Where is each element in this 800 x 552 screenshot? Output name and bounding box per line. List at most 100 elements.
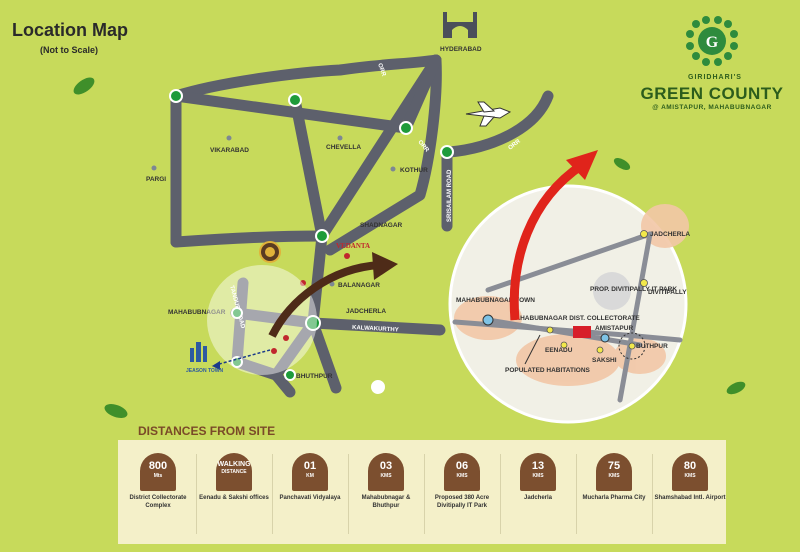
road-label-kalwakurthy: KALWAKURTHY <box>352 325 399 333</box>
distance-label: Mucharla Pharma City <box>582 495 646 501</box>
label-kothur: KOTHUR <box>400 167 428 174</box>
distance-label: Proposed 380 Acre Divitipally IT Park <box>434 495 490 509</box>
charminar-icon <box>443 12 477 38</box>
card-divider <box>348 454 349 534</box>
inset-label-amistapur: AMISTAPUR <box>595 325 633 332</box>
card-divider <box>652 454 653 534</box>
label-balanagar: BALANAGAR <box>338 282 380 289</box>
label-mahabubnagar: MAHABUBNAGAR <box>168 309 226 316</box>
label-vedanta: VEDANTA <box>336 242 370 250</box>
distance-unit: KMS <box>532 473 544 479</box>
green-county-logo: G <box>686 16 738 66</box>
distance-value: 03 <box>379 460 393 472</box>
label-chevella: CHEVELLA <box>326 144 361 151</box>
card-divider <box>424 454 425 534</box>
colony-logo-icon <box>259 241 281 263</box>
page-title: Location Map <box>12 20 128 40</box>
distance-unit: KMS <box>380 473 392 479</box>
distance-label: Eenadu & Sakshi offices <box>199 495 269 501</box>
distance-value: 01 <box>303 460 317 472</box>
inset-label-town: MAHABUBNAGAR TOWN <box>456 297 535 304</box>
brand-developer: GIRIDHARI'S <box>688 74 742 81</box>
card-divider <box>500 454 501 534</box>
distance-label: District Collectorate Complex <box>129 495 187 509</box>
leaf-icon <box>613 158 631 170</box>
card-divider <box>196 454 197 534</box>
building-icon <box>190 342 207 362</box>
distance-label: Shamshabad Intl. Airport <box>654 495 726 501</box>
inset-label-it-park: PROP. DIVITIPALLY IT PARK <box>590 286 677 293</box>
leaf-icon <box>726 381 746 395</box>
highway-south <box>307 54 442 394</box>
label-pargi: PARGI <box>146 176 166 183</box>
distance-label: Jadcherla <box>523 495 553 501</box>
junction-nodes <box>169 89 454 381</box>
label-shadnagar: SHADNAGAR <box>360 222 403 229</box>
tandur-road <box>231 277 249 368</box>
road-bhuthpur <box>270 369 296 398</box>
leaf-icon <box>104 404 128 418</box>
inset-label-divitipally: DIVITIPALLY <box>648 289 687 296</box>
inset-label-sakshi: SAKSHI <box>592 357 617 364</box>
distance-unit: KMS <box>608 473 620 479</box>
airplane-icon <box>465 101 512 127</box>
distance-label: Panchavati Vidyalaya <box>279 495 341 501</box>
inset-label-jadcherla: JADCHERLA <box>650 231 690 238</box>
page-subtitle: (Not to Scale) <box>40 45 99 55</box>
orr-east-arc <box>444 90 554 158</box>
distance-value: 06 <box>455 460 469 472</box>
distance-unit: DISTANCE <box>221 469 247 475</box>
inset-label-populated: POPULATED HABITATIONS <box>505 367 591 374</box>
distance-value: WALKING <box>217 461 251 468</box>
orr-ring-road <box>170 54 442 256</box>
brown-arrow <box>268 261 381 338</box>
distance-unit: KM <box>306 473 314 479</box>
distances-heading: DISTANCES FROM SITE <box>138 424 276 438</box>
road-vikarabad <box>170 230 328 248</box>
distance-value: 75 <box>607 460 621 472</box>
distance-value: 13 <box>531 460 545 472</box>
label-vikarabad: VIKARABAD <box>210 147 249 154</box>
card-divider <box>576 454 577 534</box>
distance-unit: KMS <box>456 473 468 479</box>
brand-location: @ AMISTAPUR, MAHABUBNAGAR <box>652 104 772 111</box>
road-label-orr: ORR <box>376 63 386 78</box>
leaf-icon <box>73 77 95 95</box>
inset-label-collectorate: MAHABUBNAGAR DIST. COLLECTORATE <box>510 315 640 322</box>
card-divider <box>272 454 273 534</box>
distance-value: 80 <box>683 460 697 472</box>
logo-letter: G <box>706 34 719 51</box>
label-jeason-town: JEASON TOWN <box>186 368 224 374</box>
dashed-arrow <box>211 349 271 367</box>
road-label-srisailam: SRISAILAM ROAD <box>447 169 453 222</box>
label-hyderabad: HYDERABAD <box>440 46 482 53</box>
label-bhuthpur: BHUTHPUR <box>296 373 333 380</box>
road-chevella <box>289 94 328 242</box>
site-marker <box>573 326 591 338</box>
red-arrow <box>509 161 585 321</box>
distance-unit: Mts <box>153 473 163 479</box>
inset-label-bhuthpur: BUTHPUR <box>636 343 668 350</box>
label-jadcherla: JADCHERLA <box>346 308 386 315</box>
distance-value: 800 <box>148 460 168 472</box>
mahabubnagar-highlight-circle <box>207 265 317 375</box>
inset-label-eenadu: EENADU <box>545 347 573 354</box>
